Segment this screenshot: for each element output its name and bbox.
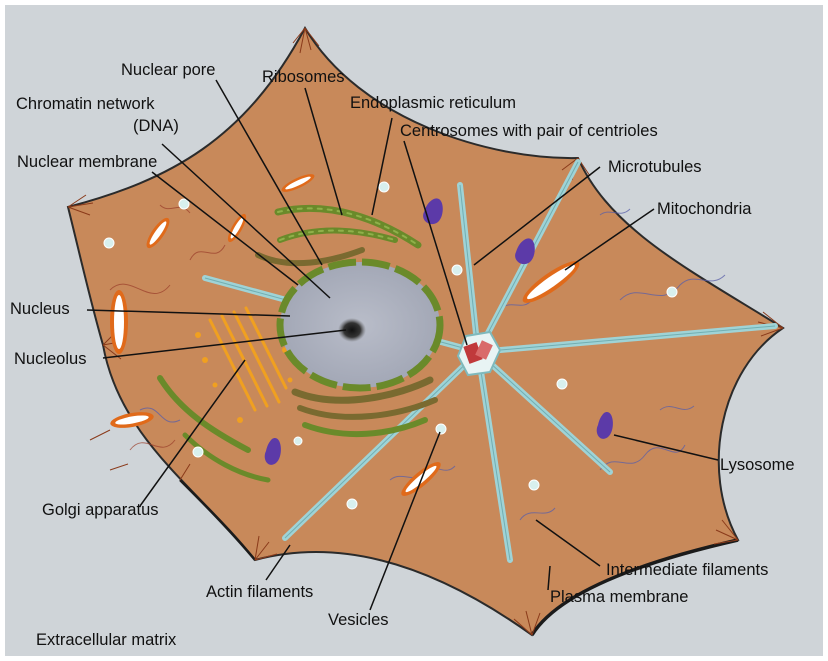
- vesicle: [179, 199, 189, 209]
- label-nucleolus: Nucleolus: [14, 350, 86, 368]
- vesicle: [347, 499, 357, 509]
- mitochondrion: [110, 290, 128, 354]
- vesicle: [379, 182, 389, 192]
- vesicle: [193, 447, 203, 457]
- label-centrosomes: Centrosomes with pair of centrioles: [400, 122, 658, 140]
- label-plasma-membrane: Plasma membrane: [550, 588, 688, 606]
- vesicle: [452, 265, 462, 275]
- label-mitochondria: Mitochondria: [657, 200, 752, 218]
- label-golgi-apparatus: Golgi apparatus: [42, 501, 159, 519]
- label-chromatin-network: Chromatin network: [16, 95, 155, 113]
- vesicle: [667, 287, 677, 297]
- nucleus: [280, 262, 440, 388]
- vesicle: [529, 480, 539, 490]
- vesicle: [557, 379, 567, 389]
- label-intermediate-filaments: Intermediate filaments: [606, 561, 768, 579]
- vesicle: [436, 424, 446, 434]
- label-nuclear-membrane: Nuclear membrane: [17, 153, 157, 171]
- vesicle: [104, 238, 114, 248]
- label-nucleus: Nucleus: [10, 300, 70, 318]
- label-actin-filaments: Actin filaments: [206, 583, 313, 601]
- label-endoplasmic-reticulum: Endoplasmic reticulum: [350, 94, 516, 112]
- label-dna: (DNA): [133, 117, 179, 135]
- label-microtubules: Microtubules: [608, 158, 702, 176]
- vesicle: [294, 437, 302, 445]
- label-vesicles: Vesicles: [328, 611, 389, 629]
- label-ribosomes: Ribosomes: [262, 68, 345, 86]
- label-lysosome: Lysosome: [720, 456, 795, 474]
- label-extracellular-matrix: Extracellular matrix: [36, 631, 177, 649]
- label-nuclear-pore: Nuclear pore: [121, 61, 215, 79]
